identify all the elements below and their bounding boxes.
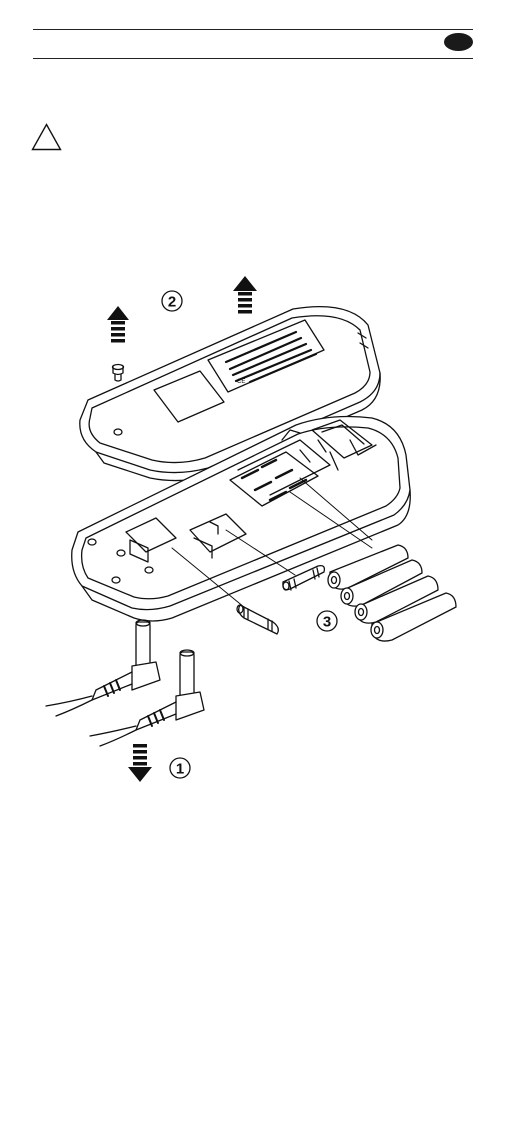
arrow-up-icon: [233, 276, 257, 314]
step-1-number: 1: [176, 761, 184, 778]
step-2-number: 2: [168, 294, 176, 311]
step-3-number: 3: [323, 614, 331, 631]
svg-text:CE: CE: [237, 379, 245, 385]
fuse: [237, 605, 278, 634]
arrow-down-icon: [128, 744, 152, 782]
arrow-up-icon: [107, 306, 129, 343]
step-1-marker: 1: [170, 758, 190, 778]
step-3-marker: 3: [317, 611, 337, 631]
step-2-marker: 2: [162, 291, 182, 311]
test-lead-plug: [46, 620, 160, 716]
batteries: [328, 545, 456, 641]
screw: [113, 365, 124, 382]
